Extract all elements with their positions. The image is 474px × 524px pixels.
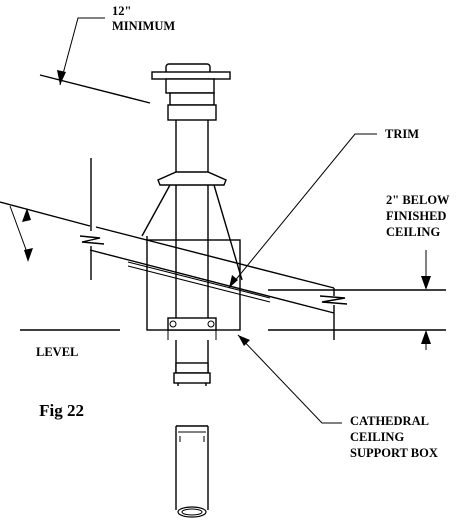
support-clamp [167, 317, 217, 340]
support-box-leader [237, 334, 342, 424]
roof-line [39, 74, 151, 104]
trim-label: TRIM [385, 127, 419, 141]
support-label-line2: CEILING [350, 430, 404, 444]
storm-collar [141, 171, 243, 281]
below-label-line2: FINISHED [386, 209, 446, 223]
minimum-label-line2: MINIMUM [112, 19, 175, 33]
cathedral-ceiling-slope [0, 158, 348, 340]
level-label: LEVEL [36, 345, 78, 359]
inner-pipe [175, 185, 209, 330]
figure-label: Fig 22 [39, 401, 84, 420]
trim-leader [228, 133, 377, 289]
upper-chimney-pipe [175, 120, 209, 178]
support-label-line3: SUPPORT BOX [350, 446, 438, 460]
minimum-label-line1: 12" [112, 4, 131, 18]
below-label-line1: 2" BELOW [386, 193, 450, 207]
termination-cap [151, 63, 231, 121]
finished-ceiling-lines [268, 289, 446, 331]
support-label-line1: CATHEDRAL [350, 414, 429, 428]
connector-pipe [175, 425, 209, 518]
below-label-line3: CEILING [386, 225, 440, 239]
slope-dimension-arrow [9, 205, 33, 262]
minimum-arrowhead [57, 70, 66, 85]
below-ceiling-dimension [421, 250, 431, 350]
lower-pipe-section [173, 340, 211, 386]
minimum-leader [59, 17, 105, 86]
